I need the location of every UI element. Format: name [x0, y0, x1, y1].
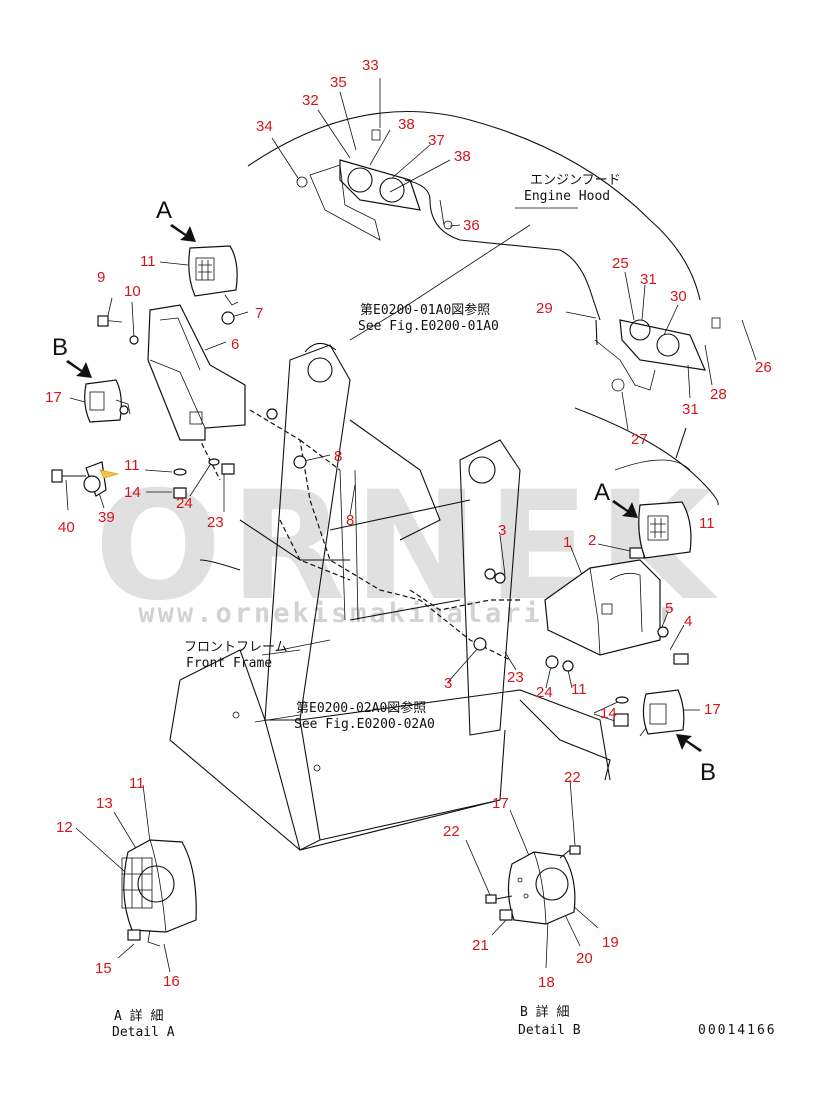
- callout: 2: [588, 532, 596, 549]
- callout: 15: [95, 960, 112, 977]
- callout: 11: [129, 775, 145, 792]
- work-light-b-left: [84, 379, 131, 423]
- callout: 27: [631, 431, 648, 448]
- callout: 25: [612, 255, 629, 272]
- detail-a-light: [121, 839, 197, 947]
- work-light-a-left: [188, 245, 239, 306]
- callout: 24: [536, 684, 553, 701]
- work-light-b-right: [639, 689, 685, 737]
- callout: 21: [472, 937, 489, 954]
- callout: 17: [704, 701, 721, 718]
- see-fig-1-label-en: See Fig.E0200-01A0: [358, 319, 499, 334]
- front-frame-label-en: Front Frame: [186, 656, 272, 671]
- callout: 11: [124, 457, 140, 474]
- callout: 9: [97, 269, 105, 286]
- callout: 19: [602, 934, 619, 951]
- callout: 40: [58, 519, 75, 536]
- callout: 26: [755, 359, 772, 376]
- callout: 10: [124, 283, 141, 300]
- callout: 14: [600, 705, 617, 722]
- callout: 29: [536, 300, 553, 317]
- engine-hood-outline: [247, 111, 719, 506]
- callout: 39: [98, 509, 115, 526]
- work-light-a-right: [638, 501, 692, 559]
- callout: 20: [576, 950, 593, 967]
- detail-b-label-en: Detail B: [518, 1023, 581, 1038]
- callout: 35: [330, 74, 347, 91]
- callout: 22: [443, 823, 460, 840]
- callout: 4: [684, 613, 692, 630]
- callout: 33: [362, 57, 379, 74]
- front-frame: [169, 342, 611, 851]
- engine-hood-label-en: Engine Hood: [524, 189, 610, 204]
- view-marker-a-right: A: [594, 479, 610, 506]
- callout: 31: [640, 271, 657, 288]
- callout: 22: [564, 769, 581, 786]
- callout: 11: [140, 253, 156, 270]
- callout: 31: [682, 401, 699, 418]
- view-marker-b-left: B: [52, 334, 68, 361]
- callout: 17: [45, 389, 62, 406]
- detail-a-label-jp: A 詳 細: [114, 1008, 163, 1024]
- callout-numbers: 33 35 32 38 34 37 38 36 25 31 30 26 29 2…: [45, 57, 772, 991]
- see-fig-2-label-en: See Fig.E0200-02A0: [294, 717, 435, 732]
- view-arrows: [66, 224, 702, 752]
- callout: 17: [492, 795, 509, 812]
- callout: 8: [334, 448, 342, 465]
- callout: 18: [538, 974, 555, 991]
- see-fig-2-label-jp: 第E0200-02A0図参照: [296, 700, 426, 716]
- view-marker-b-right: B: [700, 759, 716, 786]
- callout: 1: [563, 534, 571, 551]
- front-frame-label-jp: フロントフレーム: [184, 640, 288, 655]
- callout: 7: [255, 305, 263, 322]
- callout: 13: [96, 795, 113, 812]
- callout: 6: [231, 336, 239, 353]
- callout: 5: [665, 600, 673, 617]
- light-bracket-right: [293, 455, 689, 727]
- callout: 34: [256, 118, 273, 135]
- callout: 14: [124, 484, 141, 501]
- view-marker-a-top: A: [156, 197, 172, 224]
- callout: 32: [302, 92, 319, 109]
- see-fig-1-label-jp: 第E0200-01A0図参照: [360, 302, 490, 318]
- callout: 8: [346, 512, 354, 529]
- callout: 11: [571, 681, 587, 698]
- callout: 36: [463, 217, 480, 234]
- callout: 3: [444, 675, 452, 692]
- callout: 23: [207, 514, 224, 531]
- callout: 16: [163, 973, 180, 990]
- callout: 30: [670, 288, 687, 305]
- detail-b-label-jp: B 詳 細: [520, 1004, 569, 1020]
- callout: 38: [454, 148, 471, 165]
- callout: 24: [176, 495, 193, 512]
- detail-a-label-en: Detail A: [112, 1025, 175, 1040]
- hood-light-assembly: [296, 129, 721, 392]
- callout: 12: [56, 819, 73, 836]
- callout: 28: [710, 386, 727, 403]
- callout: 3: [498, 522, 506, 539]
- drawing-number: 00014166: [698, 1023, 777, 1038]
- horn-bracket-left: [51, 458, 235, 499]
- engine-hood-label-jp: エンジンフード: [530, 173, 621, 188]
- callout: 37: [428, 132, 445, 149]
- callout: 11: [699, 515, 715, 532]
- light-bracket-left: [97, 304, 278, 441]
- detail-b-light: [485, 845, 581, 925]
- callout: 23: [507, 669, 524, 686]
- callout: 38: [398, 116, 415, 133]
